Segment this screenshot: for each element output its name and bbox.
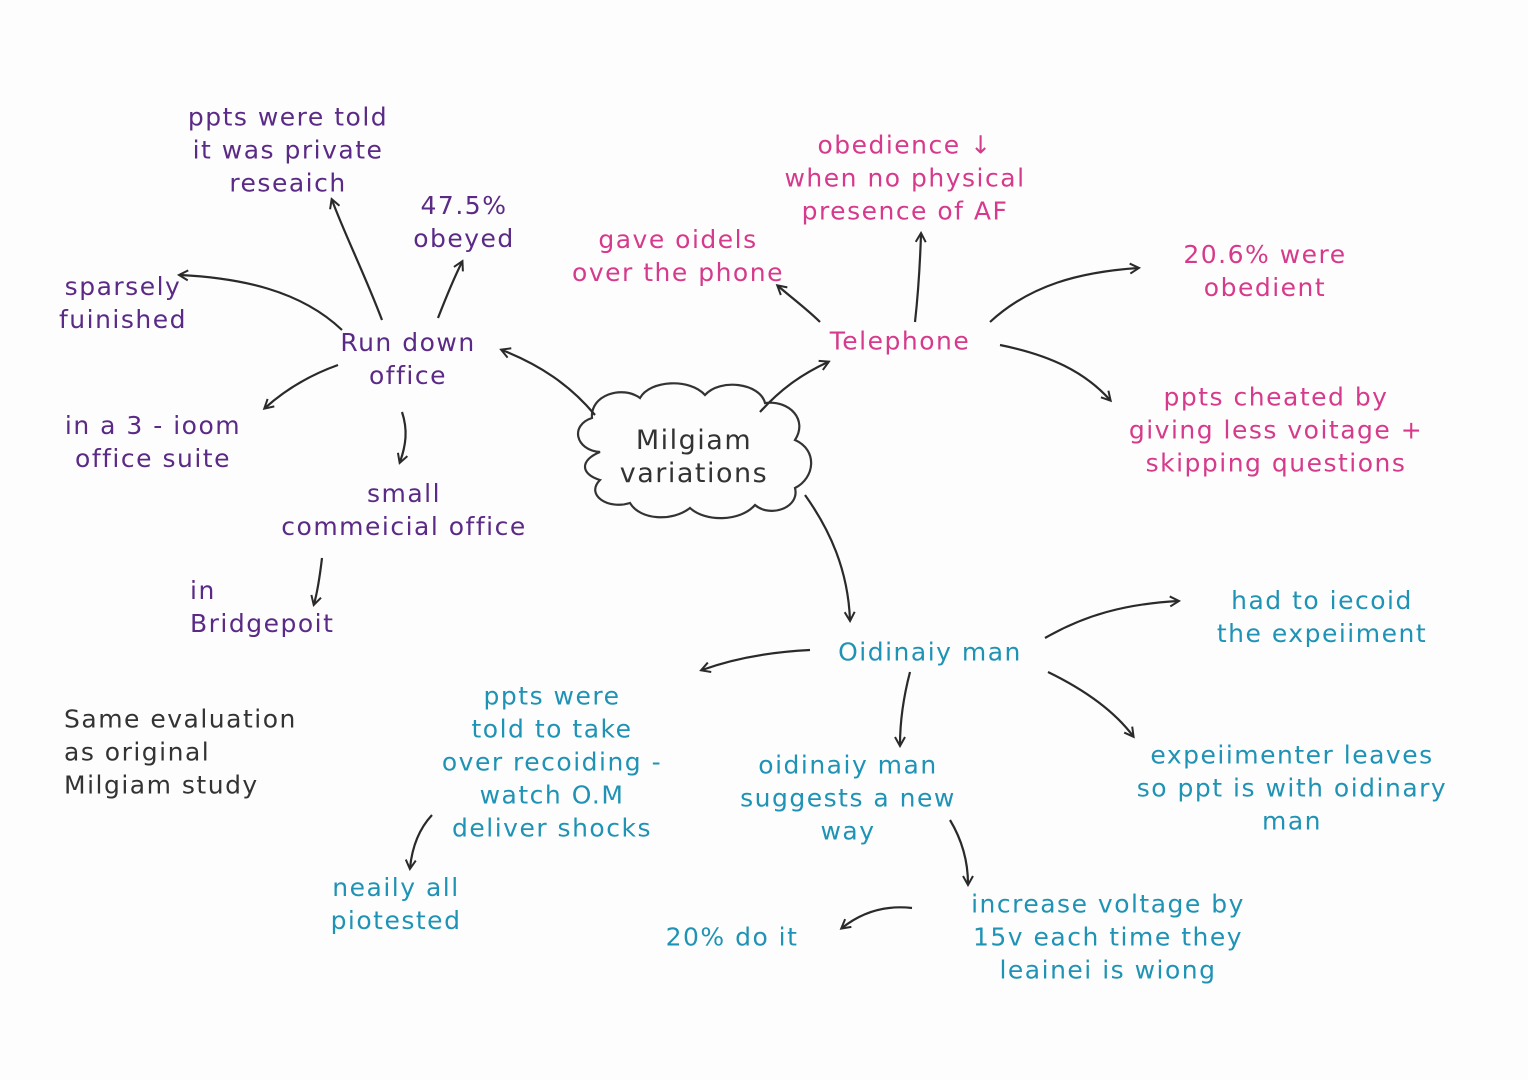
link-ordinary-suggests [900, 671, 912, 745]
link-run-down-obeyed [436, 262, 462, 319]
obedience-line-2: when no physical [784, 163, 1026, 193]
increase-line-1: increase voltage by [971, 889, 1245, 919]
record-line-1: had to iecoid [1231, 586, 1413, 615]
leaves-line-2: so ppt is with oidinary [1136, 773, 1448, 803]
cheated-line-1: ppts cheated by [1163, 382, 1389, 412]
obedience-decrease-node: obedience ↓ when no physical presence of… [784, 129, 1025, 228]
obedient-line-1: 20.6% were [1183, 240, 1347, 269]
link-center-run-down [502, 350, 596, 416]
suite-line-2: office suite [75, 444, 231, 473]
link-run-down-sparsely [180, 275, 343, 331]
link-telephone-cheated [999, 343, 1110, 400]
private-research-line-3: reseaich [229, 168, 347, 198]
increase-line-3: leainei is wiong [999, 955, 1217, 985]
take-over-line-5: deliver shocks [452, 813, 652, 843]
small-commercial-office-node: small commeicial office [281, 477, 526, 543]
center-line-2: variations [619, 458, 769, 489]
link-run-down-small [400, 411, 406, 462]
obeyed-line-1: 47.5% [420, 191, 508, 220]
orders-line-2: over the phone [572, 258, 784, 287]
private-research-line-1: ppts were told [187, 102, 389, 132]
bridgeport-line-2: Bridgepoit [190, 609, 335, 638]
protested-line-2: piotested [330, 906, 462, 935]
cheated-line-2: giving less voitage + [1128, 415, 1424, 445]
run-down-office-node: Run down office [340, 326, 475, 392]
do-it-node: 20% do it [666, 921, 799, 954]
suite-line-1: in a 3 - ioom [64, 411, 242, 440]
sparsely-furnished-node: sparsely fuinished [59, 270, 187, 336]
link-take-over-protested [410, 814, 433, 868]
small-office-line-2: commeicial office [281, 512, 527, 541]
small-office-line-1: small [366, 479, 442, 508]
link-run-down-private [332, 200, 384, 321]
evaluation-line-3: Milgiam study [64, 770, 259, 800]
evaluation-line-2: as original [64, 737, 211, 767]
obeyed-node: 47.5% obeyed [413, 189, 515, 255]
obeyed-line-2: obeyed [413, 224, 515, 253]
run-down-line-2: office [369, 361, 447, 390]
obedient-line-2: obedient [1203, 273, 1327, 302]
leaves-line-3: man [1261, 806, 1323, 836]
ppts-cheated-node: ppts cheated by giving less voitage + sk… [1129, 381, 1423, 480]
experimenter-leaves-node: expeiimenter leaves so ppt is with oidin… [1137, 739, 1447, 838]
increase-voltage-node: increase voltage by 15v each time they l… [971, 888, 1245, 987]
cheated-line-3: skipping questions [1145, 448, 1407, 478]
suggests-line-3: way [820, 816, 876, 846]
suggests-line-1: oidinaiy man [758, 750, 938, 780]
nearly-all-protested-node: neaily all piotested [331, 871, 462, 937]
ordinary-man-node: Oidinaiy man [838, 636, 1022, 669]
office-suite-node: in a 3 - ioom office suite [65, 409, 241, 475]
take-over-recording-node: ppts were told to take over recoiding - … [442, 680, 662, 845]
take-over-line-3: over recoiding - [441, 747, 663, 777]
center-line-1: Milgiam [635, 425, 753, 456]
protested-line-1: neaily all [332, 873, 460, 902]
link-run-down-suite [265, 363, 339, 408]
suggests-new-way-node: oidinaiy man suggests a new way [740, 749, 956, 848]
bridgeport-node: in Bridgepoit [190, 574, 334, 640]
ordinary-line-1: Oidinaiy man [838, 637, 1022, 667]
link-telephone-orders [778, 286, 821, 323]
take-over-line-1: ppts were [483, 681, 621, 711]
obedience-line-3: presence of AF [801, 196, 1009, 226]
record-line-2: the expeiiment [1216, 619, 1428, 648]
link-center-ordinary [804, 494, 850, 620]
private-research-node: ppts were told it was private reseaich [188, 101, 388, 200]
private-research-line-2: it was private [192, 135, 384, 165]
telephone-line-1: Telephone [829, 326, 971, 356]
increase-line-2: 15v each time they [972, 922, 1244, 952]
evaluation-line-1: Same evaluation [64, 704, 297, 734]
record-experiment-node: had to iecoid the expeiiment [1217, 584, 1427, 650]
do-it-line-1: 20% do it [665, 922, 799, 952]
orders-line-1: gave oidels [598, 225, 758, 254]
obedience-line-1: obedience ↓ [817, 130, 993, 160]
suggests-line-2: suggests a new [740, 783, 956, 813]
telephone-node: Telephone [830, 325, 970, 358]
link-ordinary-take-over [702, 648, 811, 670]
link-ordinary-leaves [1047, 671, 1133, 736]
leaves-line-1: expeiimenter leaves [1150, 740, 1434, 770]
center-node: Milgiam variations [620, 424, 768, 490]
percent-obedient-node: 20.6% were obedient [1183, 238, 1346, 304]
link-telephone-obedience [913, 234, 921, 323]
take-over-line-4: watch O.M [479, 780, 625, 810]
take-over-line-2: told to take [471, 714, 633, 744]
run-down-line-1: Run down [340, 328, 476, 357]
sparsely-line-1: sparsely [64, 272, 182, 301]
link-ordinary-record [1044, 601, 1178, 639]
sparsely-line-2: fuinished [58, 305, 188, 334]
link-center-telephone [759, 362, 828, 413]
evaluation-note: Same evaluation as original Milgiam stud… [64, 703, 297, 802]
orders-over-phone-node: gave oidels over the phone [572, 223, 784, 289]
link-telephone-obedient [989, 268, 1138, 323]
link-increase-do-it [842, 906, 913, 928]
bridgeport-line-1: in [190, 576, 216, 605]
